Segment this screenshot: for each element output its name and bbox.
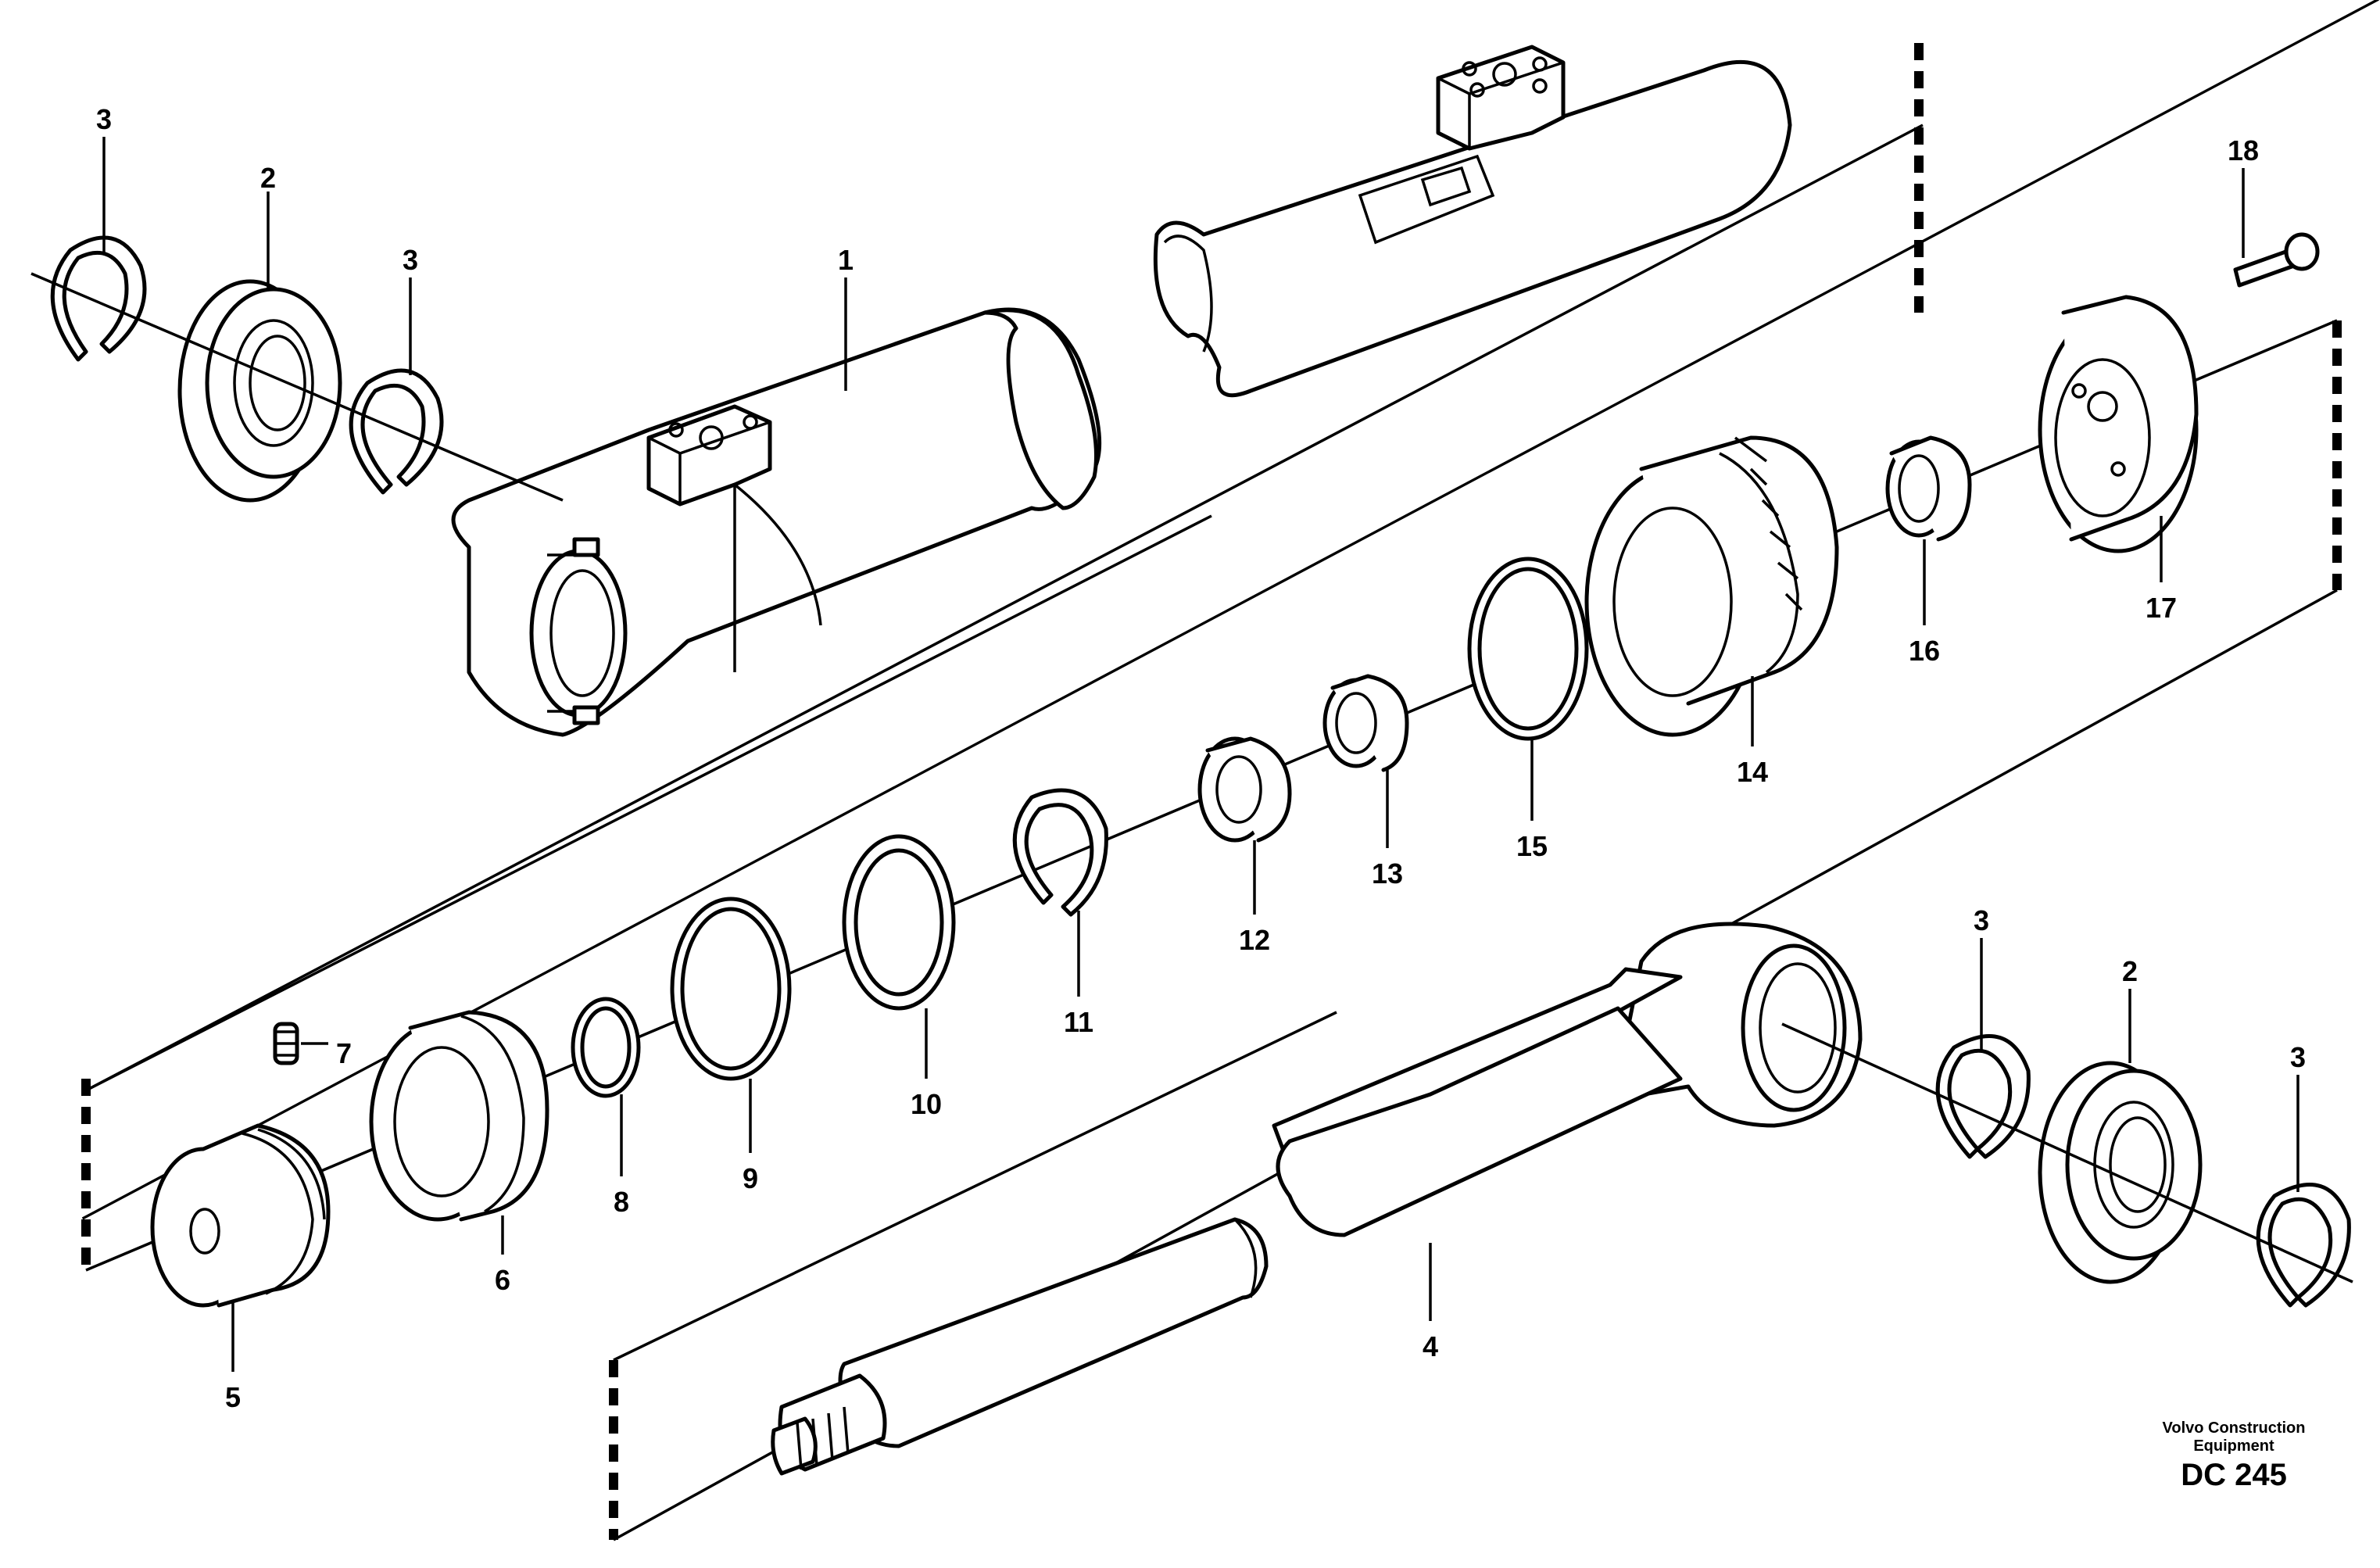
callout-8: 8 — [614, 1186, 629, 1218]
callout-4: 4 — [1423, 1330, 1438, 1362]
bearing-lower-right — [2038, 1061, 2203, 1284]
callout-3-lower-right-a: 3 — [1974, 904, 1989, 936]
callout-2-lower-right: 2 — [2122, 955, 2138, 987]
callout-5: 5 — [225, 1381, 241, 1413]
callout-12: 12 — [1239, 924, 1270, 956]
retaining-ring-lower-right-a — [1935, 1034, 2031, 1159]
brand-line-2: Equipment — [2193, 1437, 2274, 1455]
retaining-ring-upper-left-a — [50, 235, 147, 362]
leader-lines — [102, 137, 2299, 1372]
callout-18: 18 — [2228, 134, 2259, 166]
bolt — [2233, 232, 2320, 288]
drawing-code: DC 245 — [2181, 1458, 2287, 1492]
callout-labels: 3 2 3 1 18 17 16 14 15 13 12 11 10 9 8 7… — [96, 103, 2306, 1413]
piston-rod — [771, 922, 1863, 1476]
retaining-ring-upper-left-b — [349, 368, 444, 495]
retaining-ring-lower-right-b — [2256, 1183, 2351, 1308]
snap-ring-11 — [1012, 788, 1108, 917]
gland — [1584, 435, 1839, 737]
brand-block: Volvo Construction Equipment DC 245 — [2163, 1419, 2306, 1492]
piston-nut — [150, 1123, 331, 1308]
set-screw — [273, 1022, 299, 1065]
callout-3-upper-left-a: 3 — [96, 103, 112, 135]
bushing-13 — [1322, 674, 1409, 772]
wiper-seal-12 — [1197, 736, 1292, 843]
head-cap — [2038, 295, 2199, 553]
callout-16: 16 — [1909, 635, 1940, 667]
ring-10 — [842, 834, 956, 1011]
callout-2-upper-left: 2 — [260, 162, 276, 194]
cylinder-tube — [451, 45, 1792, 737]
bushing-16 — [1885, 435, 1972, 542]
callout-6: 6 — [495, 1264, 510, 1296]
callout-10: 10 — [911, 1088, 942, 1120]
callout-13: 13 — [1372, 857, 1403, 890]
callout-3-upper-left-b: 3 — [403, 244, 418, 276]
break-markers — [81, 43, 2342, 1540]
o-ring-9 — [670, 897, 792, 1081]
callout-15: 15 — [1516, 830, 1548, 862]
ring-8 — [571, 997, 641, 1098]
o-ring-15 — [1467, 557, 1589, 741]
bearing-upper-left — [177, 279, 342, 503]
callout-9: 9 — [743, 1162, 758, 1194]
brand-line-1: Volvo Construction — [2163, 1419, 2306, 1437]
callout-14: 14 — [1737, 756, 1768, 788]
callout-7: 7 — [336, 1037, 352, 1069]
callout-17: 17 — [2146, 592, 2177, 624]
piston — [369, 1010, 549, 1222]
callout-1: 1 — [838, 244, 854, 276]
callout-3-lower-right-b: 3 — [2290, 1041, 2306, 1073]
callout-11: 11 — [1064, 1006, 1093, 1038]
